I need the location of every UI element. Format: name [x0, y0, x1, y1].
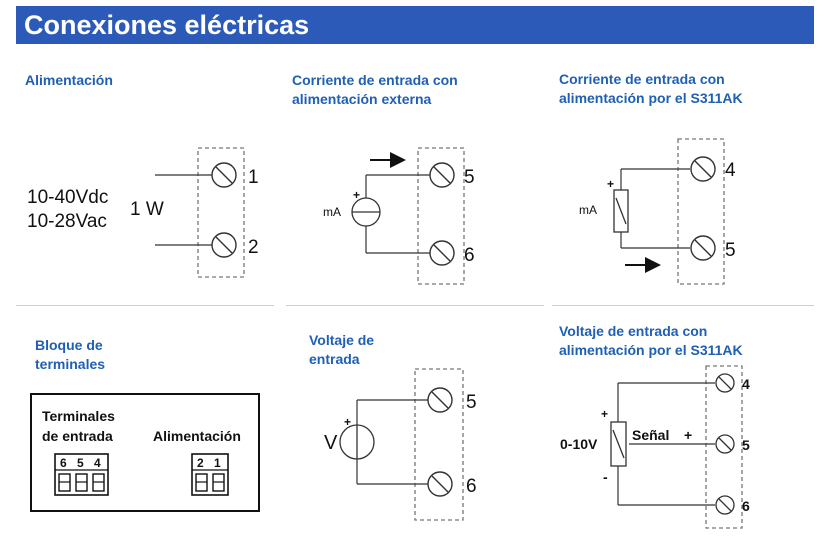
voltage-terminal-label-6: 6: [466, 476, 477, 497]
current-ext-title-line1: Corriente de entrada con: [292, 72, 458, 88]
input-pin-4: 4: [94, 456, 101, 470]
terminal-screw-4d: [715, 373, 735, 393]
input-connector-icon: 6 5 4: [54, 453, 109, 496]
current-ext-panel-title: Corriente de entrada con alimentación ex…: [292, 71, 458, 109]
current-ext-title-line2: alimentación externa: [292, 91, 432, 107]
supply-pin-2: 2: [197, 456, 204, 470]
power-diagram: 1 2 10-40Vdc 10-28Vac 1 W: [27, 147, 259, 278]
terminal-screw-4: [690, 156, 716, 182]
voltage-int-title-line1: Voltaje de entrada con: [559, 323, 708, 339]
current-ext-diagram: + mA 5 6: [323, 147, 475, 285]
power-consumption: 1 W: [130, 199, 164, 220]
section-header: Conexiones eléctricas: [16, 6, 814, 44]
voltage-int-panel-title: Voltaje de entrada con alimentación por …: [559, 322, 743, 360]
voltage-source-label: V: [324, 432, 338, 454]
page-title: Conexiones eléctricas: [24, 10, 310, 40]
terminal-screw-5c: [427, 387, 453, 413]
current-int-terminal-label-4: 4: [725, 160, 736, 181]
power-ac-range: 10-28Vac: [27, 211, 107, 232]
voltage-int-terminal-label-5: 5: [742, 437, 750, 453]
supply-terminals-label: Alimentación: [153, 428, 241, 444]
transmitter-icon: [610, 421, 627, 467]
voltage-int-diagram: + - 0-10V Señal + 4 5 6: [560, 365, 750, 529]
separator-left: [16, 305, 274, 306]
voltage-diagram: + V 5 6: [324, 368, 477, 521]
current-ext-terminal-label-6: 6: [464, 245, 475, 266]
current-int-source-label: mA: [579, 203, 597, 217]
voltage-terminal-box: [414, 368, 464, 521]
block-panel-title: Bloque de terminales: [35, 336, 105, 374]
terminal-block-diagram: Terminales de entrada Alimentación 6 5 4…: [30, 393, 260, 512]
voltage-int-range: 0-10V: [560, 436, 598, 452]
voltage-panel-title: Voltaje de entrada: [309, 331, 374, 369]
block-title-line1: Bloque de: [35, 337, 103, 353]
input-terminals-label-line1: Terminales: [42, 408, 115, 424]
voltage-int-plus: +: [601, 407, 608, 421]
power-panel-title: Alimentación: [25, 72, 113, 88]
current-int-plus: +: [607, 177, 614, 191]
terminal-screw-5d: [715, 434, 735, 454]
voltage-int-title-line2: alimentación por el S311AK: [559, 342, 743, 358]
current-int-panel-title: Corriente de entrada con alimentación po…: [559, 70, 743, 108]
supply-pin-1: 1: [214, 456, 221, 470]
power-dc-range: 10-40Vdc: [27, 187, 108, 208]
terminal-block-frame: [30, 393, 260, 512]
current-int-title-line2: alimentación por el S311AK: [559, 90, 743, 106]
current-ext-plus: +: [353, 188, 360, 202]
voltage-title-line2: entrada: [309, 351, 360, 367]
voltage-int-signal-plus: +: [684, 427, 692, 443]
terminal-screw-6d: [715, 495, 735, 515]
input-pin-6: 6: [60, 456, 67, 470]
current-int-title-line1: Corriente de entrada con: [559, 71, 725, 87]
voltage-int-minus: -: [603, 469, 608, 485]
voltage-plus: +: [344, 415, 351, 429]
input-pin-5: 5: [77, 456, 84, 470]
resistor-icon: [613, 189, 629, 233]
voltage-int-signal-label: Señal: [632, 427, 669, 443]
terminal-screw-1: [211, 162, 237, 188]
terminal-screw-6c: [427, 471, 453, 497]
voltage-int-terminal-box: [705, 365, 743, 529]
voltage-title-line1: Voltaje de: [309, 332, 375, 348]
block-title-line2: terminales: [35, 356, 106, 372]
terminal-screw-5: [429, 162, 455, 188]
terminal-screw-5b: [690, 235, 716, 261]
separator-right: [552, 305, 814, 306]
voltage-int-terminal-label-6: 6: [742, 498, 750, 514]
current-ext-terminal-label-5: 5: [464, 167, 475, 188]
terminal-screw-2: [211, 232, 237, 258]
input-terminals-label-line2: de entrada: [42, 428, 113, 444]
power-terminal-box: [197, 147, 245, 278]
voltage-int-terminal-label-4: 4: [742, 376, 750, 392]
separator-middle: [286, 305, 544, 306]
supply-connector-icon: 2 1: [191, 453, 229, 496]
current-int-diagram: + mA 4 5: [579, 138, 736, 285]
power-terminal-label-1: 1: [248, 167, 259, 188]
current-int-terminal-box: [677, 138, 725, 285]
voltage-source-icon: [339, 424, 375, 460]
terminal-screw-6: [429, 240, 455, 266]
power-terminal-label-2: 2: [248, 237, 259, 258]
current-ext-source-label: mA: [323, 205, 341, 219]
voltage-terminal-label-5: 5: [466, 392, 477, 413]
current-int-terminal-label-5: 5: [725, 240, 736, 261]
current-ext-terminal-box: [417, 147, 465, 285]
current-source-icon: [351, 197, 381, 227]
